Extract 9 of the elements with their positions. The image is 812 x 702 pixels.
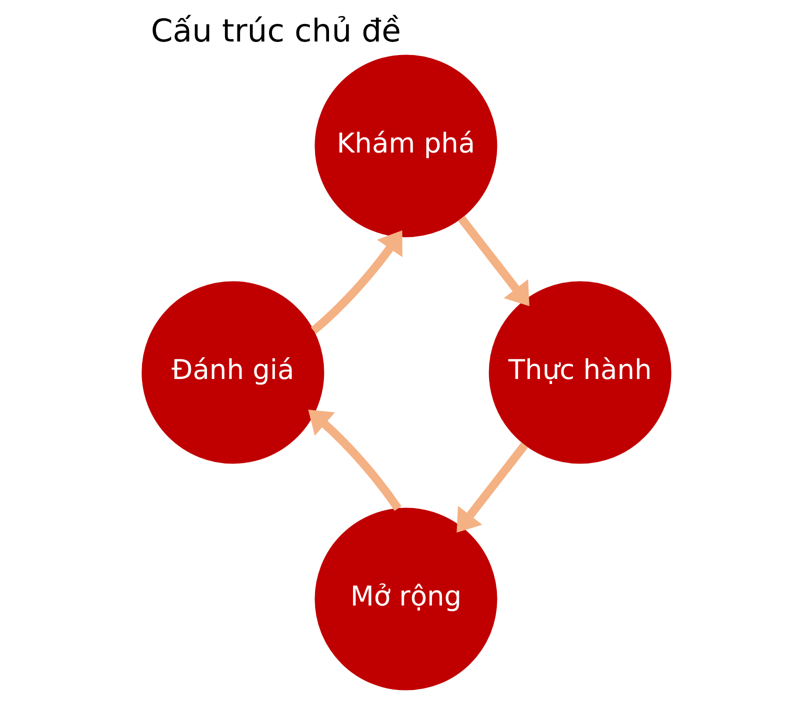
node-circle: Thực hành bbox=[488, 281, 671, 464]
arrow bbox=[456, 442, 528, 533]
diagram-title: Cấu trúc chủ đề bbox=[150, 14, 400, 50]
node-circle: Mở rộng bbox=[314, 508, 497, 690]
arrow bbox=[308, 410, 401, 511]
node-circle: Đánh giá bbox=[141, 281, 324, 464]
arrow bbox=[457, 216, 529, 306]
arrow bbox=[310, 230, 402, 334]
node-circle: Khám phá bbox=[314, 54, 497, 238]
